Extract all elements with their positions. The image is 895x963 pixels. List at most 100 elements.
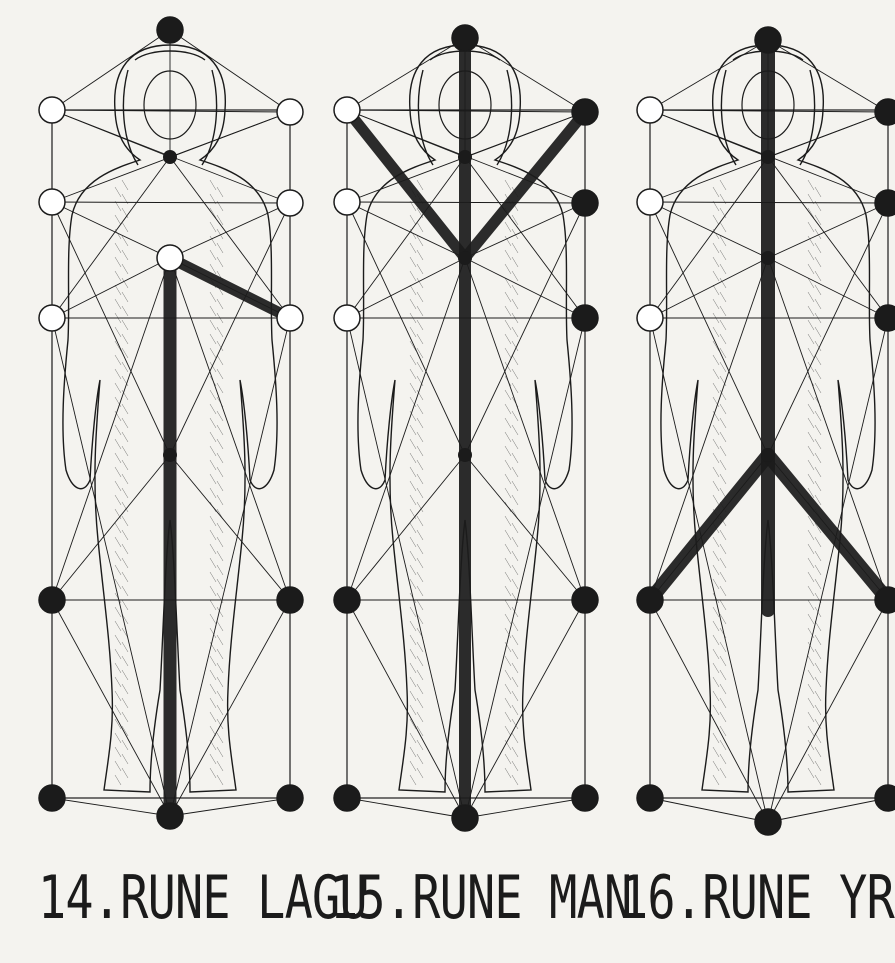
hatch-mark bbox=[210, 726, 216, 736]
hatch-mark bbox=[122, 754, 128, 764]
hatch-mark bbox=[720, 684, 726, 694]
hatch-mark bbox=[217, 397, 223, 407]
hatch-mark bbox=[115, 705, 121, 715]
construction-line bbox=[52, 455, 170, 600]
hatch-mark bbox=[713, 453, 719, 463]
hatch-mark bbox=[512, 761, 518, 771]
hatch-mark bbox=[417, 642, 423, 652]
hatch-mark bbox=[217, 579, 223, 589]
hatch-mark bbox=[122, 264, 128, 274]
construction-line bbox=[52, 600, 170, 816]
hatch-mark bbox=[808, 614, 814, 624]
hatch-mark bbox=[217, 761, 223, 771]
hatch-mark bbox=[720, 586, 726, 596]
hatch-mark bbox=[505, 334, 511, 344]
node-dark bbox=[572, 587, 598, 613]
hatch-mark bbox=[115, 481, 121, 491]
hatch-mark bbox=[122, 446, 128, 456]
hatch-mark bbox=[210, 740, 216, 750]
hatch-mark bbox=[713, 271, 719, 281]
hatch-mark bbox=[815, 565, 821, 575]
node-dark bbox=[755, 27, 781, 53]
hatch-mark bbox=[808, 320, 814, 330]
hatch-mark bbox=[808, 208, 814, 218]
hatch-mark bbox=[417, 264, 423, 274]
hatch-mark bbox=[210, 488, 216, 498]
hatch-mark bbox=[217, 635, 223, 645]
hatch-mark bbox=[713, 257, 719, 267]
hatch-mark bbox=[815, 257, 821, 267]
hatch-mark bbox=[217, 733, 223, 743]
hatch-mark bbox=[713, 761, 719, 771]
hatch-mark bbox=[808, 656, 814, 666]
hatch-mark bbox=[808, 754, 814, 764]
hatch-mark bbox=[115, 761, 121, 771]
hatch-mark bbox=[713, 355, 719, 365]
hatch-mark bbox=[417, 320, 423, 330]
hatch-mark bbox=[720, 656, 726, 666]
hatch-mark bbox=[410, 383, 416, 393]
node-light bbox=[637, 305, 663, 331]
hatch-mark bbox=[210, 768, 216, 778]
hatch-mark bbox=[115, 243, 121, 253]
hatch-mark bbox=[217, 691, 223, 701]
hatch-mark bbox=[122, 180, 128, 190]
hatch-mark bbox=[720, 642, 726, 652]
hatch-mark bbox=[512, 775, 518, 785]
hatch-mark bbox=[410, 523, 416, 533]
hatch-mark bbox=[115, 775, 121, 785]
hatch-mark bbox=[417, 222, 423, 232]
hatch-mark bbox=[217, 523, 223, 533]
hatch-mark bbox=[410, 565, 416, 575]
hatch-mark bbox=[720, 208, 726, 218]
hatch-mark bbox=[815, 663, 821, 673]
hatch-mark bbox=[808, 600, 814, 610]
hatch-mark bbox=[815, 411, 821, 421]
hatch-mark bbox=[815, 327, 821, 337]
hatch-mark bbox=[417, 670, 423, 680]
hatch-mark bbox=[410, 439, 416, 449]
hatch-mark bbox=[512, 425, 518, 435]
hatch-mark bbox=[417, 418, 423, 428]
hatch-mark bbox=[115, 677, 121, 687]
hatch-mark bbox=[210, 544, 216, 554]
hatch-mark bbox=[720, 320, 726, 330]
hatch-mark bbox=[122, 306, 128, 316]
hatch-mark bbox=[210, 222, 216, 232]
hatch-mark bbox=[115, 733, 121, 743]
hatch-mark bbox=[505, 460, 511, 470]
hatch-mark bbox=[115, 383, 121, 393]
node-dark bbox=[572, 99, 598, 125]
hatch-mark bbox=[122, 544, 128, 554]
hatch-mark bbox=[122, 558, 128, 568]
hatch-mark bbox=[720, 726, 726, 736]
hatch-mark bbox=[210, 698, 216, 708]
hatch-mark bbox=[122, 418, 128, 428]
hatch-mark bbox=[512, 691, 518, 701]
hatch-mark bbox=[217, 775, 223, 785]
node-dot bbox=[458, 150, 472, 164]
construction-line bbox=[650, 798, 768, 822]
hatch-mark bbox=[115, 747, 121, 757]
construction-line bbox=[170, 30, 290, 112]
hatch-mark bbox=[410, 747, 416, 757]
hatch-mark bbox=[815, 677, 821, 687]
node-light bbox=[334, 305, 360, 331]
hatch-mark bbox=[505, 712, 511, 722]
hatch-mark bbox=[210, 348, 216, 358]
node-dark bbox=[334, 785, 360, 811]
hatch-mark bbox=[122, 460, 128, 470]
hatch-mark bbox=[713, 495, 719, 505]
hatch-mark bbox=[815, 187, 821, 197]
hatch-mark bbox=[417, 684, 423, 694]
hatch-mark bbox=[720, 306, 726, 316]
node-dark bbox=[875, 99, 895, 125]
construction-line bbox=[170, 600, 290, 816]
node-light bbox=[277, 305, 303, 331]
hatch-mark bbox=[122, 432, 128, 442]
hatch-mark bbox=[115, 565, 121, 575]
node-light bbox=[334, 189, 360, 215]
hatch-mark bbox=[808, 432, 814, 442]
